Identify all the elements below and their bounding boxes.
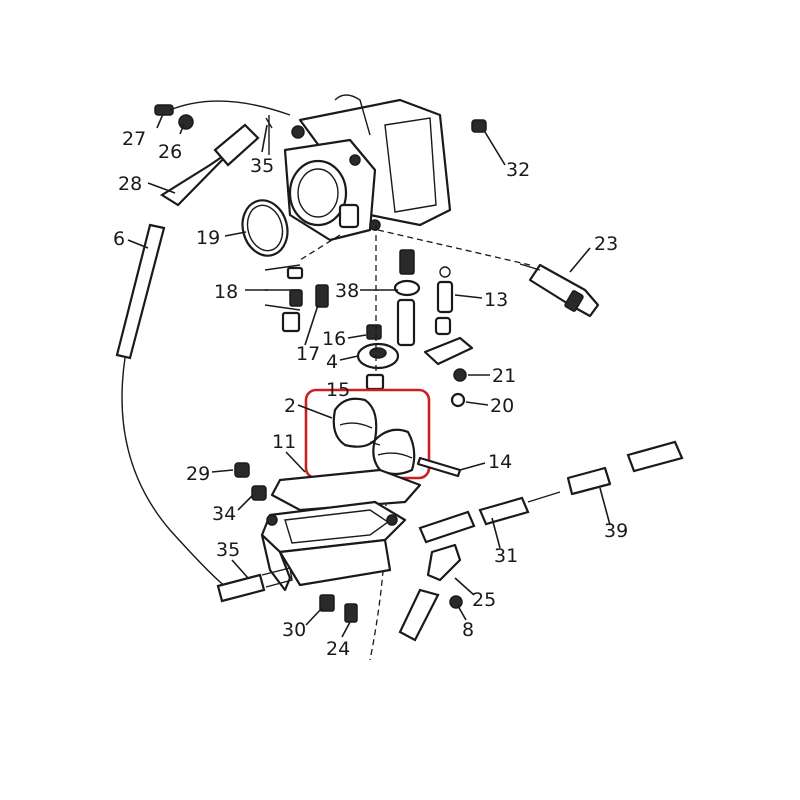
callout-16: 16 (322, 328, 346, 350)
drain-fitting-25 (398, 543, 463, 642)
screw-34 (251, 485, 267, 501)
callout-25: 25 (472, 589, 496, 611)
float-pin-14 (416, 456, 462, 478)
o-ring-19 (241, 199, 289, 257)
callout-32: 32 (506, 159, 530, 181)
callout-14: 14 (488, 451, 512, 473)
callout-4: 4 (326, 351, 338, 373)
callout-27: 27 (122, 128, 146, 150)
callout-17: 17 (296, 343, 320, 365)
callout-6: 6 (113, 228, 125, 250)
callout-15: 15 (326, 379, 350, 401)
callout-24: 24 (326, 638, 350, 660)
needle-jet-16 (366, 324, 382, 340)
callout-20: 20 (490, 395, 514, 417)
float-2 (332, 397, 416, 476)
screw-29 (234, 462, 250, 478)
drain-screw-30 (319, 594, 335, 612)
screw-24 (344, 603, 358, 623)
washer-26 (178, 114, 194, 130)
leader-lines (127, 113, 611, 638)
overflow-hose-31 (418, 491, 561, 544)
callout-28: 28 (118, 173, 142, 195)
vent-hose-28 (159, 123, 260, 207)
screw-32 (471, 119, 487, 133)
callout-38: 38 (335, 280, 359, 302)
hose-joint-39 (566, 440, 684, 496)
drain-hose-35 (216, 567, 293, 603)
callout-39: 39 (604, 520, 628, 542)
float-bowl-gasket-11 (270, 468, 422, 512)
callout-35-bottom: 35 (216, 539, 240, 561)
callout-18: 18 (214, 281, 238, 303)
callout-34: 34 (212, 503, 236, 525)
throttle-stop-screw-23 (519, 263, 600, 318)
vent-hose-6 (115, 223, 166, 360)
callout-2: 2 (284, 395, 296, 417)
carburetor-body (283, 94, 452, 242)
pilot-jet-17 (315, 284, 329, 308)
pilot-screw-set-18 (264, 264, 304, 333)
callout-23: 23 (594, 233, 618, 255)
callout-31: 31 (494, 545, 518, 567)
callout-29: 29 (186, 463, 210, 485)
callout-labels: 27 26 35 32 28 6 19 23 18 38 13 16 17 4 … (113, 128, 628, 660)
callout-21: 21 (492, 365, 516, 387)
callout-35-top: 35 (250, 155, 274, 177)
long-drain-hose (121, 357, 231, 591)
callout-19: 19 (196, 227, 220, 249)
callout-13: 13 (484, 289, 508, 311)
needle-valve-15 (365, 373, 385, 391)
callout-30: 30 (282, 619, 306, 641)
screw-27 (154, 104, 174, 116)
callout-11: 11 (272, 431, 296, 453)
plate-21 (423, 336, 474, 408)
main-jet-assembly-13 (393, 249, 454, 347)
callout-8: 8 (462, 619, 474, 641)
clip-35-top (265, 115, 273, 155)
callout-26: 26 (158, 141, 182, 163)
float-bowl (260, 500, 407, 592)
float-valve-seat-4 (356, 342, 400, 370)
